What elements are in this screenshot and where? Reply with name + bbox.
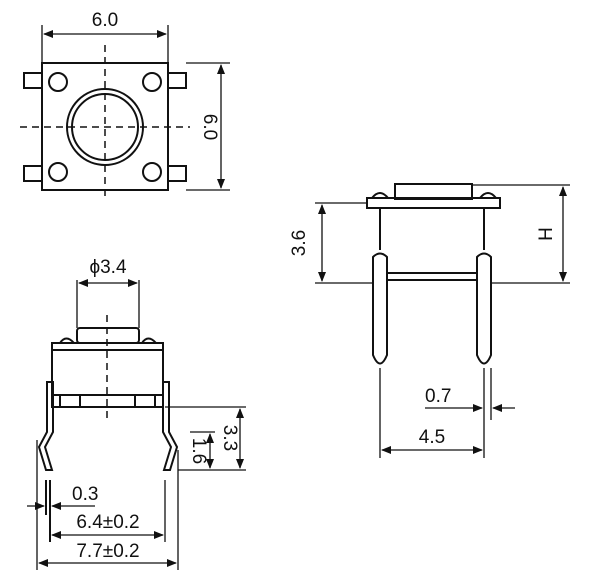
lead-width-label: 0.7 [425,386,451,407]
lead-tab [167,72,187,89]
stand-off-bar [386,272,478,281]
pitch-label: 4.5 [419,427,445,448]
front-view: ϕ3.4 3.3 1.6 0.3 6.4±0.2 7.7±0.2 [27,257,246,570]
corner-circle [142,72,162,92]
height-3-3-label: 3.3 [219,425,240,451]
left-lead-side [372,252,388,365]
corner-circle [48,162,68,182]
left-lead [37,381,54,471]
right-lead [162,381,179,471]
outer-width-label: 7.7±0.2 [76,541,139,562]
lead-tab [167,165,187,182]
lead-1-6-label: 1.6 [188,438,209,464]
right-lead-side [476,252,492,365]
plunger-side [394,183,473,200]
corner-circle [142,162,162,182]
corner-circle [48,72,68,92]
top-height-label: 6.0 [199,114,220,140]
side-view: 3.6 H 0.7 4.5 [289,183,570,458]
lead-tab [23,72,43,89]
inner-width-label: 6.4±0.2 [76,512,139,533]
plunger-diameter-label: ϕ3.4 [89,257,126,278]
total-height-label: H [536,227,557,241]
plunger [76,327,140,344]
top-width-label: 6.0 [92,10,118,31]
top-view: 6.0 6.0 [20,10,230,200]
lead-tab [23,165,43,182]
body-height-label: 3.6 [289,230,310,256]
lead-thickness-label: 0.3 [72,484,98,505]
